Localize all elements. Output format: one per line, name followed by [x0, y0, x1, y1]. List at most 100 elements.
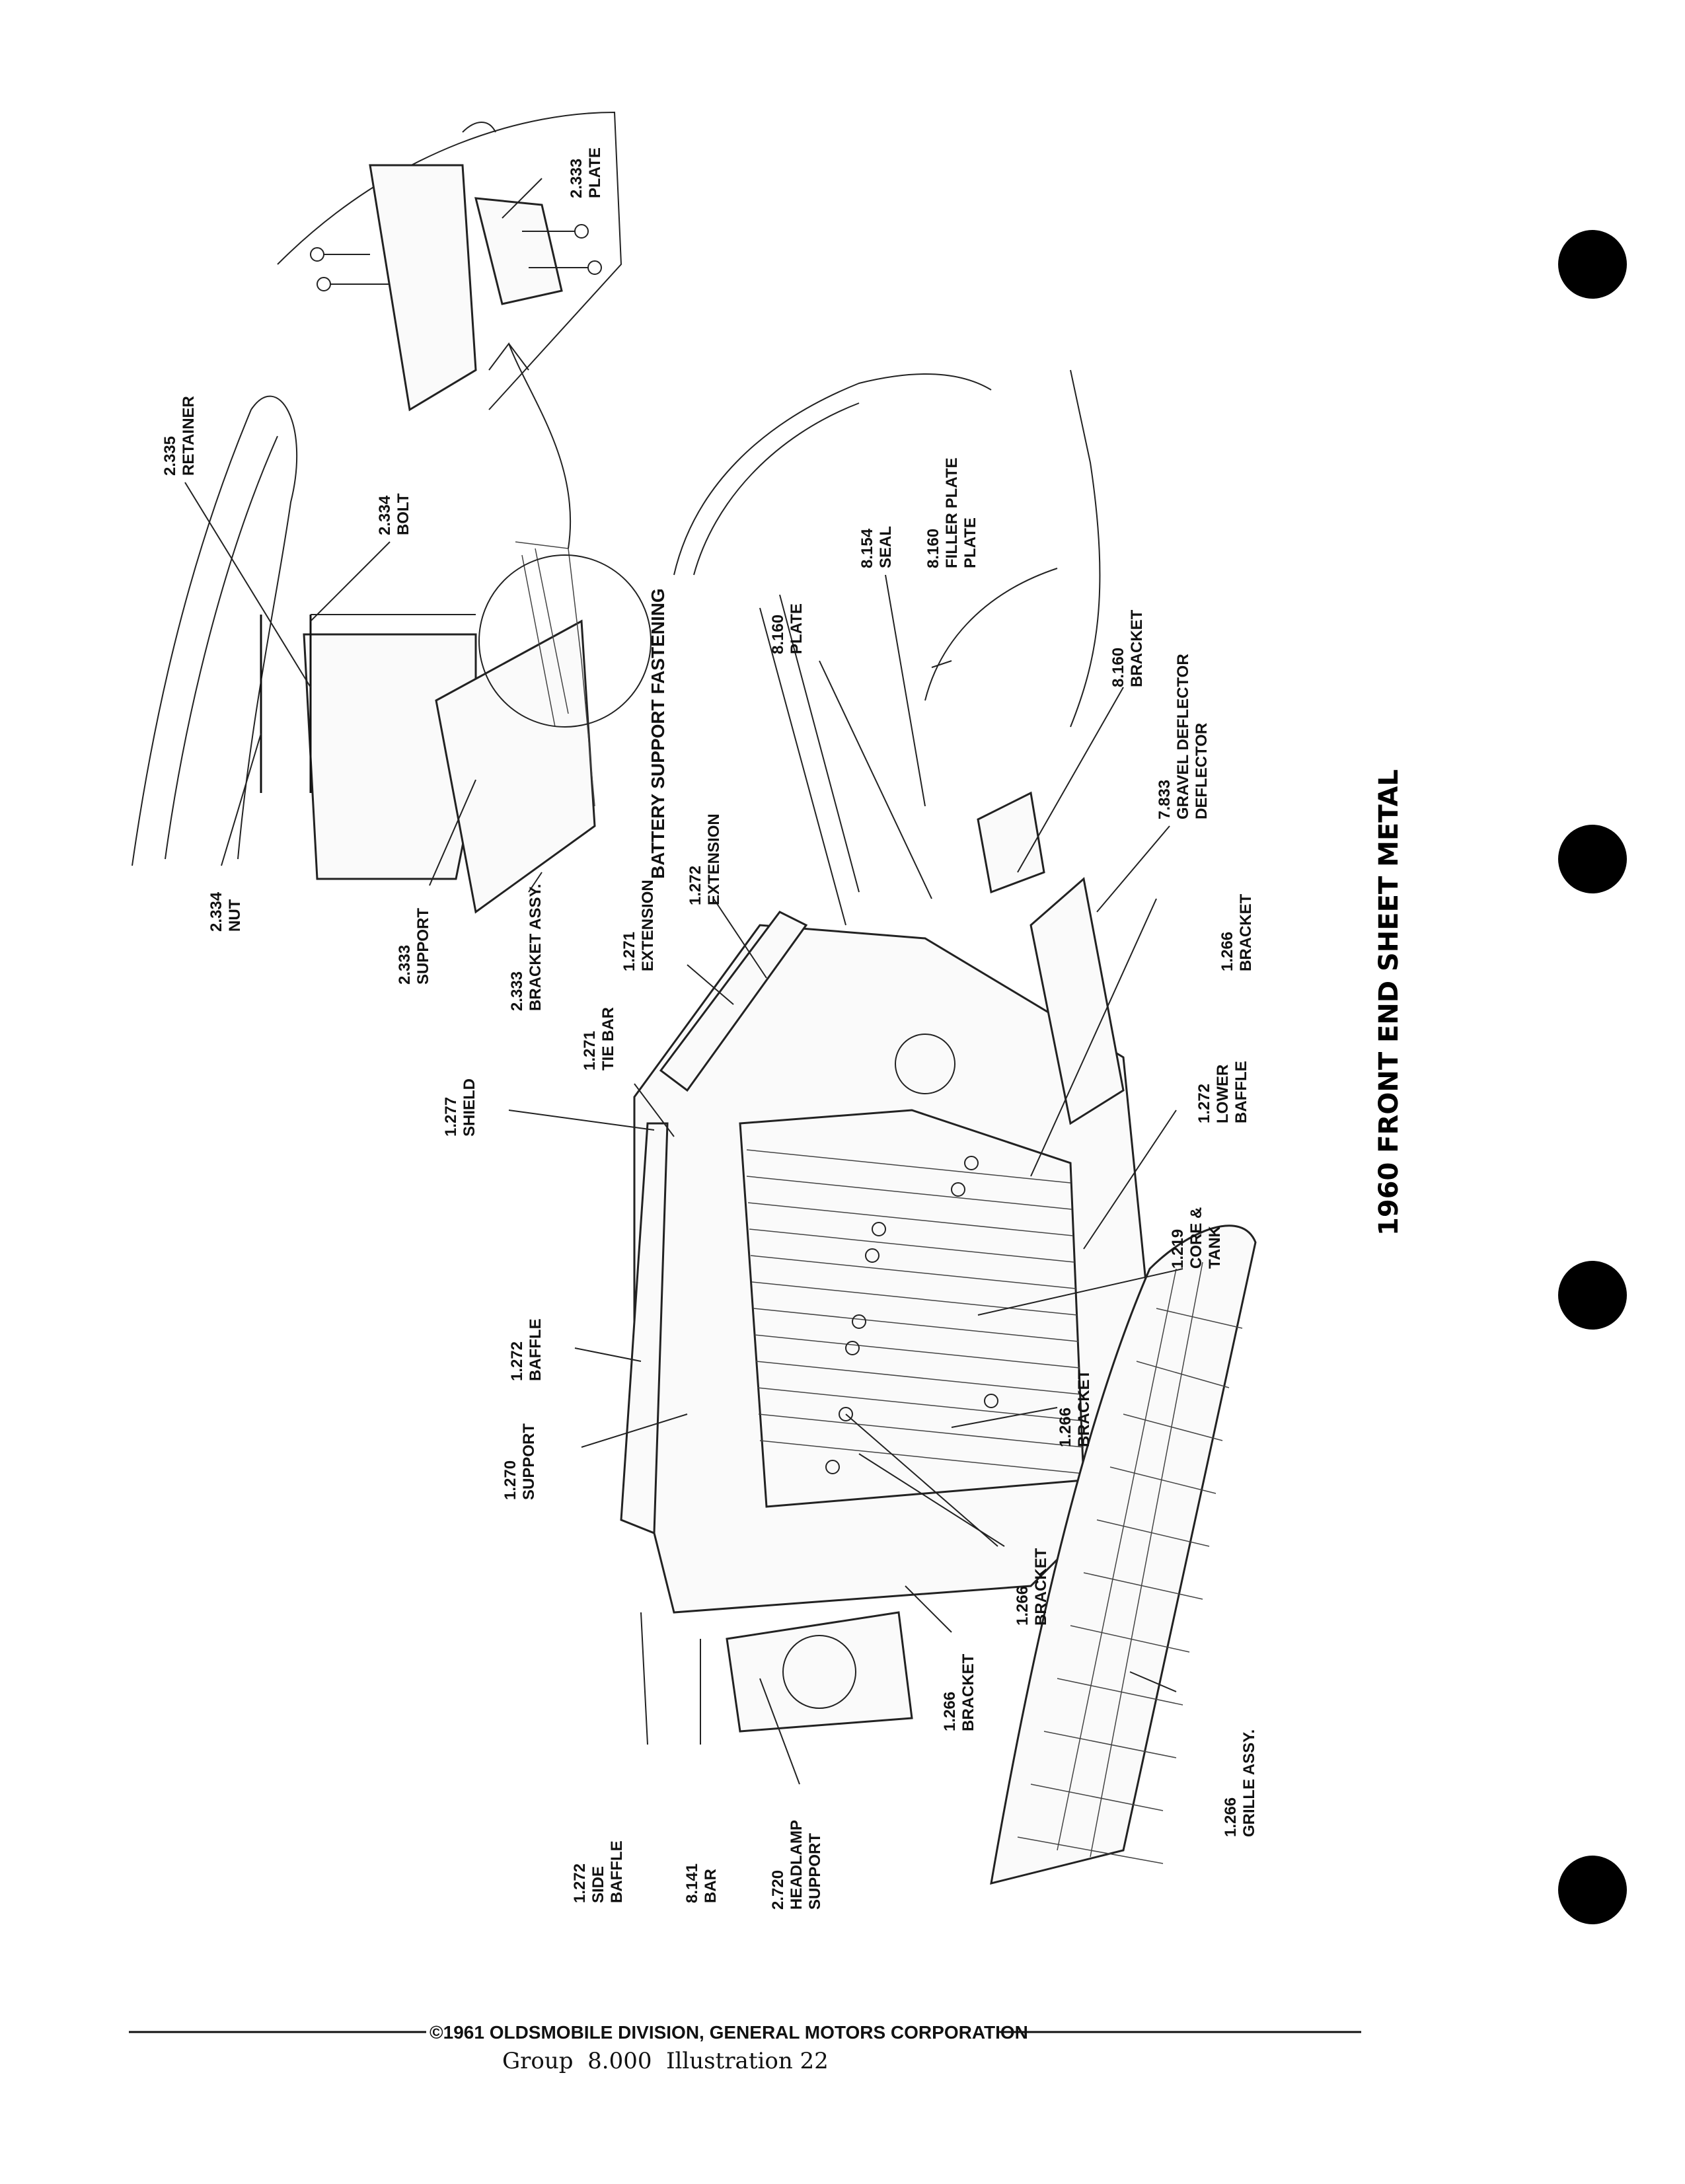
svg-text:1.219: 1.219: [1169, 1229, 1187, 1269]
svg-text:1.266: 1.266: [1014, 1586, 1031, 1626]
svg-text:SUPPORT: SUPPORT: [520, 1423, 538, 1500]
svg-text:1.277: 1.277: [442, 1097, 460, 1137]
binder-holes: [1558, 230, 1627, 1924]
punch-hole-icon: [1558, 1261, 1627, 1330]
callout-c20: 1.270 SUPPORT: [502, 1423, 538, 1500]
svg-text:PLATE: PLATE: [586, 147, 604, 198]
callout-c1: 2.334 NUT: [207, 891, 244, 932]
svg-text:2.720: 2.720: [769, 1870, 787, 1910]
svg-text:1960 FRONT END SHEET METAL: 1960 FRONT END SHEET METAL: [1374, 769, 1404, 1236]
punch-hole-icon: [1558, 230, 1627, 299]
svg-text:BRACKET ASSY.: BRACKET ASSY.: [527, 884, 544, 1011]
callout-c19: 1.272 BAFFLE: [508, 1318, 544, 1381]
svg-text:1.272: 1.272: [687, 866, 704, 905]
svg-text:RETAINER: RETAINER: [180, 396, 198, 476]
footer-copyright: ©1961 OLDSMOBILE DIVISION, GENERAL MOTOR…: [430, 2022, 1028, 2043]
svg-text:HEADLAMP: HEADLAMP: [788, 1820, 805, 1910]
svg-text:1.271: 1.271: [581, 1031, 599, 1071]
svg-text:SHIELD: SHIELD: [461, 1078, 478, 1137]
callout-c17: 1.277 SHIELD: [442, 1078, 478, 1137]
callout-c15: 1.272 LOWER BAFFLE: [1195, 1061, 1250, 1123]
svg-text:BOLT: BOLT: [394, 493, 412, 535]
svg-text:1.266: 1.266: [1218, 932, 1236, 971]
callout-c5: 1.272 EXTENSION: [687, 813, 723, 905]
svg-text:BATTERY SUPPORT FASTENING: BATTERY SUPPORT FASTENING: [648, 588, 668, 879]
svg-text:7.833: 7.833: [1156, 780, 1174, 819]
page-title: 1960 FRONT END SHEET METAL: [1374, 769, 1404, 1236]
svg-text:1.266: 1.266: [1057, 1408, 1074, 1447]
svg-text:EXTENSION: EXTENSION: [639, 880, 657, 971]
svg-text:BAR: BAR: [702, 1869, 720, 1903]
svg-text:8.160: 8.160: [1109, 648, 1127, 687]
svg-text:BAFFLE: BAFFLE: [527, 1318, 544, 1381]
callout-c7: 2.334 BOLT: [376, 493, 412, 535]
svg-text:BAFFLE: BAFFLE: [1232, 1061, 1250, 1123]
callout-c4: 1.271 EXTENSION: [620, 880, 657, 971]
svg-text:TANK: TANK: [1206, 1225, 1224, 1269]
svg-text:8.154: 8.154: [858, 528, 876, 568]
callout-c23: 1.266 BRACKET: [941, 1653, 977, 1731]
svg-text:GRILLE ASSY.: GRILLE ASSY.: [1240, 1729, 1258, 1837]
svg-text:1.272: 1.272: [1195, 1084, 1213, 1123]
svg-text:BRACKET: BRACKET: [1032, 1548, 1050, 1626]
svg-text:2.333: 2.333: [508, 971, 526, 1011]
svg-text:NUT: NUT: [226, 899, 244, 932]
callout-c3: 2.333 BRACKET ASSY.: [508, 884, 544, 1011]
svg-text:1.266: 1.266: [941, 1692, 959, 1731]
svg-text:TIE BAR: TIE BAR: [599, 1007, 617, 1071]
callout-c25: 8.141 BAR: [683, 1864, 720, 1903]
callout-labels: 2.334 NUT 2.333 SUPPORT 2.333 BRACKET AS…: [161, 147, 1258, 1910]
svg-text:BRACKET: BRACKET: [1128, 609, 1146, 687]
leader-lines: [184, 178, 1183, 1785]
svg-text:BRACKET: BRACKET: [959, 1653, 977, 1731]
svg-text:DEFLECTOR: DEFLECTOR: [1193, 723, 1211, 819]
svg-text:1.271: 1.271: [620, 932, 638, 971]
svg-text:1.266: 1.266: [1222, 1797, 1240, 1837]
svg-text:SEAL: SEAL: [877, 526, 895, 568]
svg-text:FILLER PLATE: FILLER PLATE: [943, 457, 961, 568]
callout-c16: 1.219 CORE & TANK: [1169, 1207, 1224, 1269]
svg-text:PLATE: PLATE: [788, 603, 805, 654]
callout-c12: 8.160 BRACKET: [1109, 609, 1146, 687]
callout-c26: 2.720 HEADLAMP SUPPORT: [769, 1820, 824, 1910]
callout-c2: 2.333 SUPPORT: [396, 908, 432, 985]
punch-hole-icon: [1558, 1856, 1627, 1924]
svg-text:1.272: 1.272: [571, 1864, 589, 1903]
svg-text:SUPPORT: SUPPORT: [806, 1833, 824, 1910]
svg-text:2.334: 2.334: [207, 891, 225, 932]
svg-text:2.335: 2.335: [161, 436, 179, 476]
svg-text:2.333: 2.333: [568, 159, 585, 198]
svg-text:8.160: 8.160: [769, 615, 787, 654]
callout-c14: 1.266 BRACKET: [1218, 893, 1255, 971]
svg-text:CORE &: CORE &: [1187, 1207, 1205, 1269]
svg-text:EXTENSION: EXTENSION: [705, 813, 723, 905]
drawing: [131, 111, 1257, 1885]
callout-c18: 1.271 TIE BAR: [581, 1007, 617, 1071]
callout-c22: 1.266 BRACKET: [1014, 1548, 1050, 1626]
callout-c6: 2.335 RETAINER: [161, 396, 198, 476]
svg-text:8.141: 8.141: [683, 1864, 701, 1903]
svg-text:BRACKET: BRACKET: [1075, 1369, 1093, 1447]
svg-text:2.333: 2.333: [396, 945, 414, 985]
svg-text:SUPPORT: SUPPORT: [414, 908, 432, 985]
callout-c24: 1.272 SIDE BAFFLE: [571, 1840, 626, 1903]
callout-c13: 7.833 GRAVEL DEFLECTOR DEFLECTOR: [1156, 654, 1211, 819]
callout-c21: 1.266 BRACKET: [1057, 1369, 1093, 1447]
footer-group-label: Group 8.000 Illustration 22: [502, 2048, 829, 2074]
svg-text:GRAVEL DEFLECTOR: GRAVEL DEFLECTOR: [1174, 654, 1192, 819]
svg-text:SIDE: SIDE: [589, 1866, 607, 1903]
callout-c9: 8.154 SEAL: [858, 526, 895, 568]
callout-c11: 8.160 PLATE: [769, 603, 805, 654]
svg-text:BRACKET: BRACKET: [1237, 893, 1255, 971]
svg-text:BAFFLE: BAFFLE: [608, 1840, 626, 1903]
svg-text:8.160: 8.160: [924, 529, 942, 568]
svg-text:1.270: 1.270: [502, 1460, 519, 1500]
callout-c27: 1.266 GRILLE ASSY.: [1222, 1729, 1258, 1837]
callout-c10: 8.160 FILLER PLATE PLATE: [924, 457, 979, 568]
punch-hole-icon: [1558, 825, 1627, 893]
svg-text:PLATE: PLATE: [961, 517, 979, 568]
callout-c8: 2.333 PLATE: [568, 147, 604, 198]
svg-text:2.334: 2.334: [376, 495, 394, 535]
